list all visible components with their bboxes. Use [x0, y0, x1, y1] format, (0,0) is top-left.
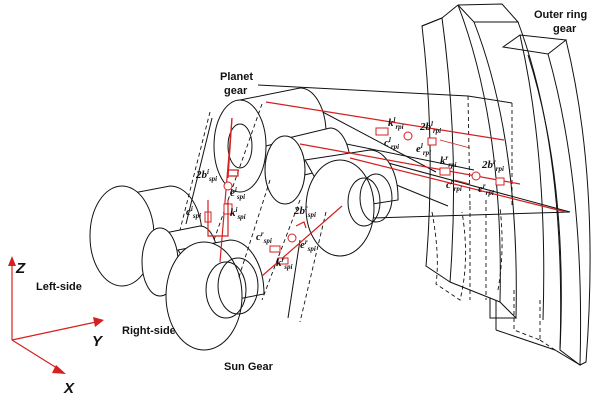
k-spi-right-symbol: krspi	[276, 256, 292, 271]
b-spi-right-symbol: 2brspi	[293, 204, 316, 219]
spring-damper-right-sun	[261, 205, 343, 277]
spring-damper-ring	[265, 101, 567, 213]
c-spi-right-symbol: crspi	[256, 230, 272, 245]
c-rpi-top-symbol: clrpi	[384, 136, 399, 151]
k-rpi-top-symbol: klrpi	[388, 116, 404, 131]
planet-gear-label-1: Planet	[220, 71, 253, 83]
e-spi-right-symbol: erspi	[300, 238, 316, 253]
k-rpi-bot-symbol: krrpi	[440, 154, 456, 169]
left-side-label: Left-side	[36, 281, 82, 293]
b-rpi-top-symbol: 2blrpi	[419, 120, 441, 135]
mesh-lines-sun	[179, 103, 327, 323]
e-spi-left-symbol: eispi	[230, 186, 245, 201]
z-arrow-icon	[8, 256, 16, 266]
c-spi-left-symbol: cispi	[186, 205, 201, 220]
sun-gear-label: Sun Gear	[224, 361, 274, 373]
outer-ring-gear	[421, 3, 591, 366]
right-side-label: Right-side	[122, 325, 176, 337]
outer-ring-label-1: Outer ring	[534, 9, 587, 21]
e-rpi-bot-symbol: errpi	[478, 182, 494, 197]
x-arrow-icon	[52, 365, 66, 374]
b-rpi-bot-symbol: 2brrpi	[481, 158, 504, 173]
planet-gear-label-2: gear	[224, 85, 248, 97]
z-axis-label: Z	[15, 260, 26, 277]
outer-ring-label-2: gear	[553, 23, 577, 35]
y-arrow-icon	[93, 317, 104, 327]
sun-gear	[89, 185, 265, 351]
x-axis-label: X	[63, 380, 75, 397]
e-rpi-top-symbol: elrpi	[416, 142, 431, 157]
k-spi-left-symbol: kispi	[230, 206, 246, 221]
planet-gear	[213, 87, 399, 257]
b-spi-left-symbol: 2bispi	[195, 168, 217, 183]
coordinate-axes	[8, 256, 104, 374]
spring-damper-left-sun	[204, 117, 239, 263]
y-axis-label: Y	[92, 333, 104, 350]
c-rpi-bot-symbol: crrpi	[446, 178, 462, 193]
